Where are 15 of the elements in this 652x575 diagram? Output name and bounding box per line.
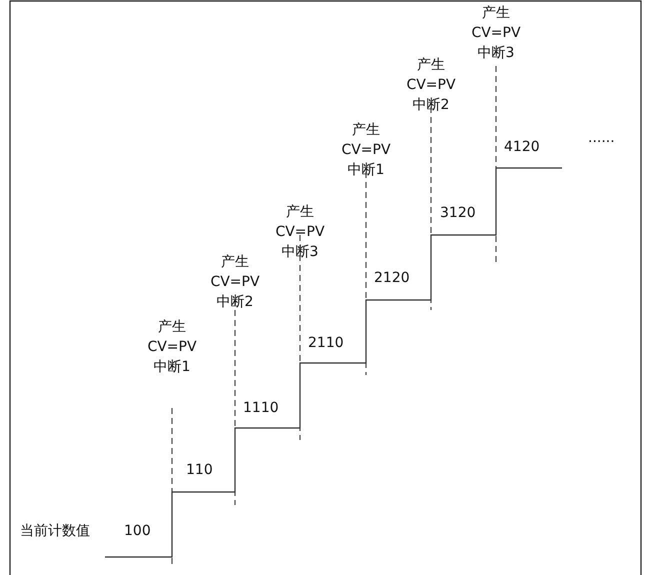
count-value: 2120 — [374, 269, 410, 288]
ellipsis: ...... — [588, 129, 615, 148]
count-value: 3120 — [440, 204, 476, 223]
interrupt-note: 产生 CV=PV 中断1 — [341, 121, 391, 180]
axis-label: 当前计数值 — [20, 522, 90, 541]
interrupt-note: 产生 CV=PV 中断2 — [210, 253, 260, 312]
count-value: 1110 — [243, 399, 279, 418]
interrupt-note: 产生 CV=PV 中断1 — [147, 318, 197, 377]
count-value: 100 — [124, 522, 151, 541]
count-value: 110 — [186, 461, 213, 480]
count-value: 4120 — [504, 138, 540, 157]
count-value: 2110 — [308, 334, 344, 353]
interrupt-note: 产生 CV=PV 中断3 — [275, 203, 325, 262]
interrupt-note: 产生 CV=PV 中断2 — [406, 56, 456, 115]
interrupt-note: 产生 CV=PV 中断3 — [471, 4, 521, 63]
